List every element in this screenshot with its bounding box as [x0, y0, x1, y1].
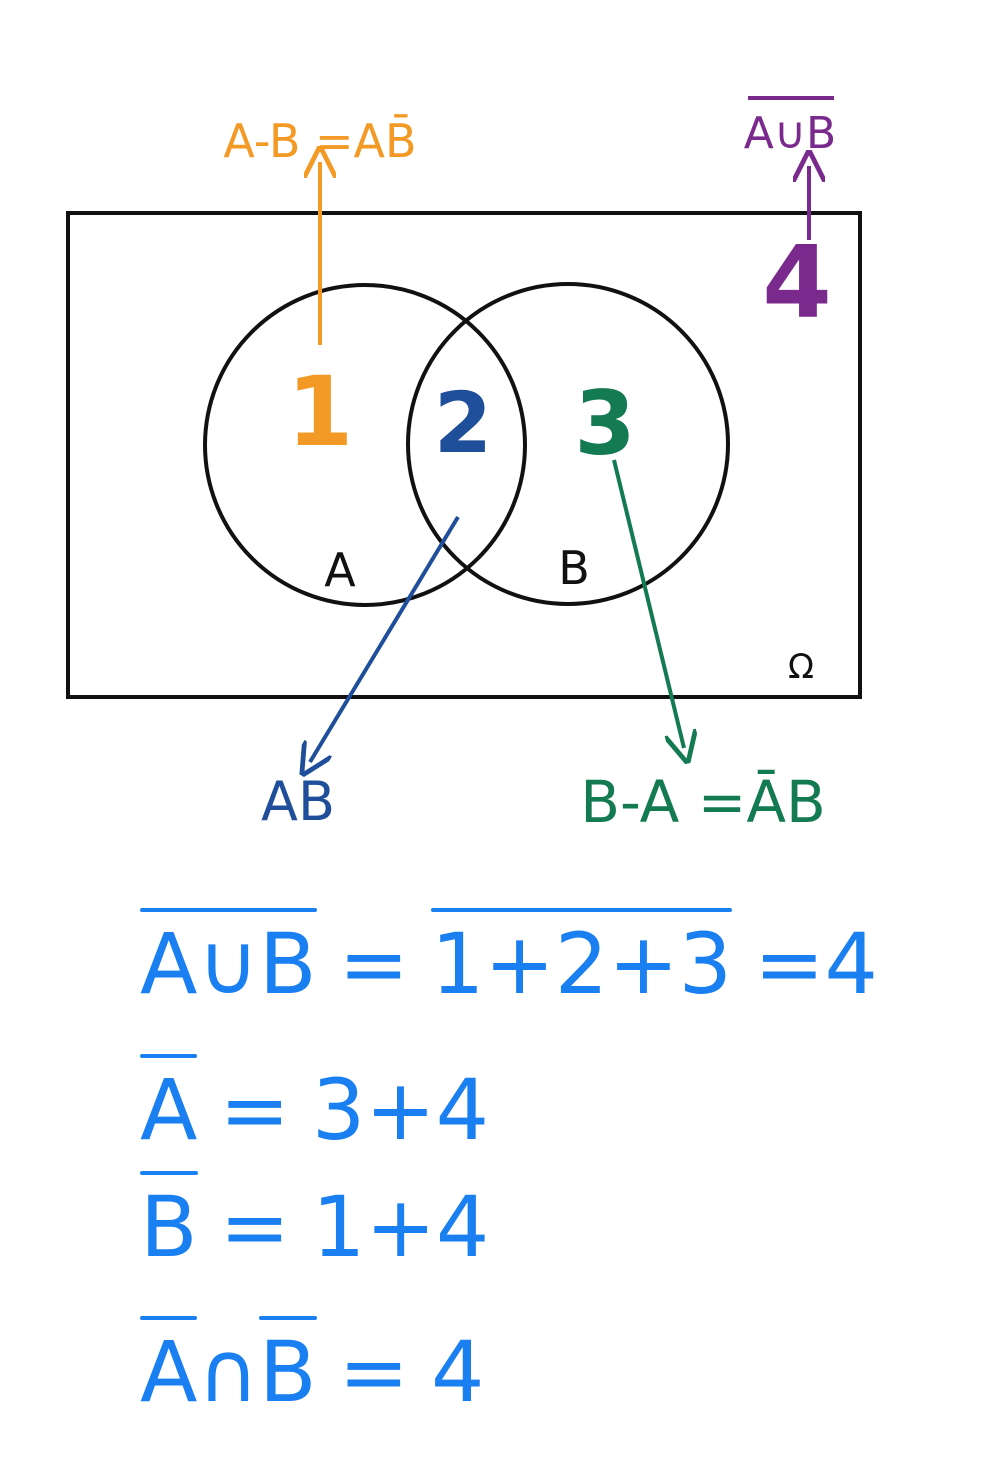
arrow-region-2-down — [310, 515, 460, 762]
annotation-b-minus-a: B-A =ĀB — [580, 768, 826, 836]
formula-complement-a: A=3+4 — [140, 1054, 489, 1159]
region-2-number: 2 — [434, 374, 492, 472]
formula-4-equals: = — [338, 1323, 409, 1421]
formula-4-rhs: 4 — [430, 1323, 485, 1421]
formula-1-equals-1: = — [338, 915, 409, 1013]
set-b-label: B — [558, 541, 590, 595]
set-b-circle — [406, 282, 730, 606]
region-1-number: 1 — [287, 356, 354, 468]
formula-complement-union: A∪B=1+2+3=4 — [140, 908, 878, 1013]
formula-2-lhs: A — [140, 1054, 198, 1159]
annotation-intersection: AB — [261, 770, 335, 833]
formula-3-lhs: B — [140, 1171, 198, 1276]
formula-1-equals-2: = — [754, 915, 825, 1013]
universe-label: Ω — [788, 647, 814, 687]
set-a-circle — [203, 283, 527, 607]
formula-1-middle: 1+2+3 — [430, 908, 733, 1013]
formula-4-lhs-b: B — [258, 1316, 317, 1421]
formula-3-equals: = — [219, 1178, 291, 1276]
formula-complement-b: B=1+4 — [140, 1171, 489, 1276]
formula-2-rhs: 3+4 — [311, 1061, 490, 1159]
formula-4-lhs-a: A — [140, 1316, 198, 1421]
universe-rectangle — [66, 211, 862, 699]
region-3-number: 3 — [574, 372, 635, 475]
formula-2-equals: = — [219, 1061, 290, 1159]
formula-complement-intersection: A∩B=4 — [140, 1316, 484, 1421]
annotation-complement-union: A∪B — [744, 108, 837, 159]
arrow-region-3-down — [612, 459, 684, 748]
formula-1-lhs: A∪B — [140, 908, 317, 1013]
formula-4-cap: ∩ — [197, 1323, 259, 1421]
formula-3-rhs: 1+4 — [312, 1178, 490, 1276]
region-4-number: 4 — [762, 224, 832, 341]
annotation-a-minus-b: A-B =AB̄ — [223, 114, 416, 168]
formula-1-rhs: 4 — [824, 915, 878, 1013]
set-a-label: A — [324, 543, 356, 597]
